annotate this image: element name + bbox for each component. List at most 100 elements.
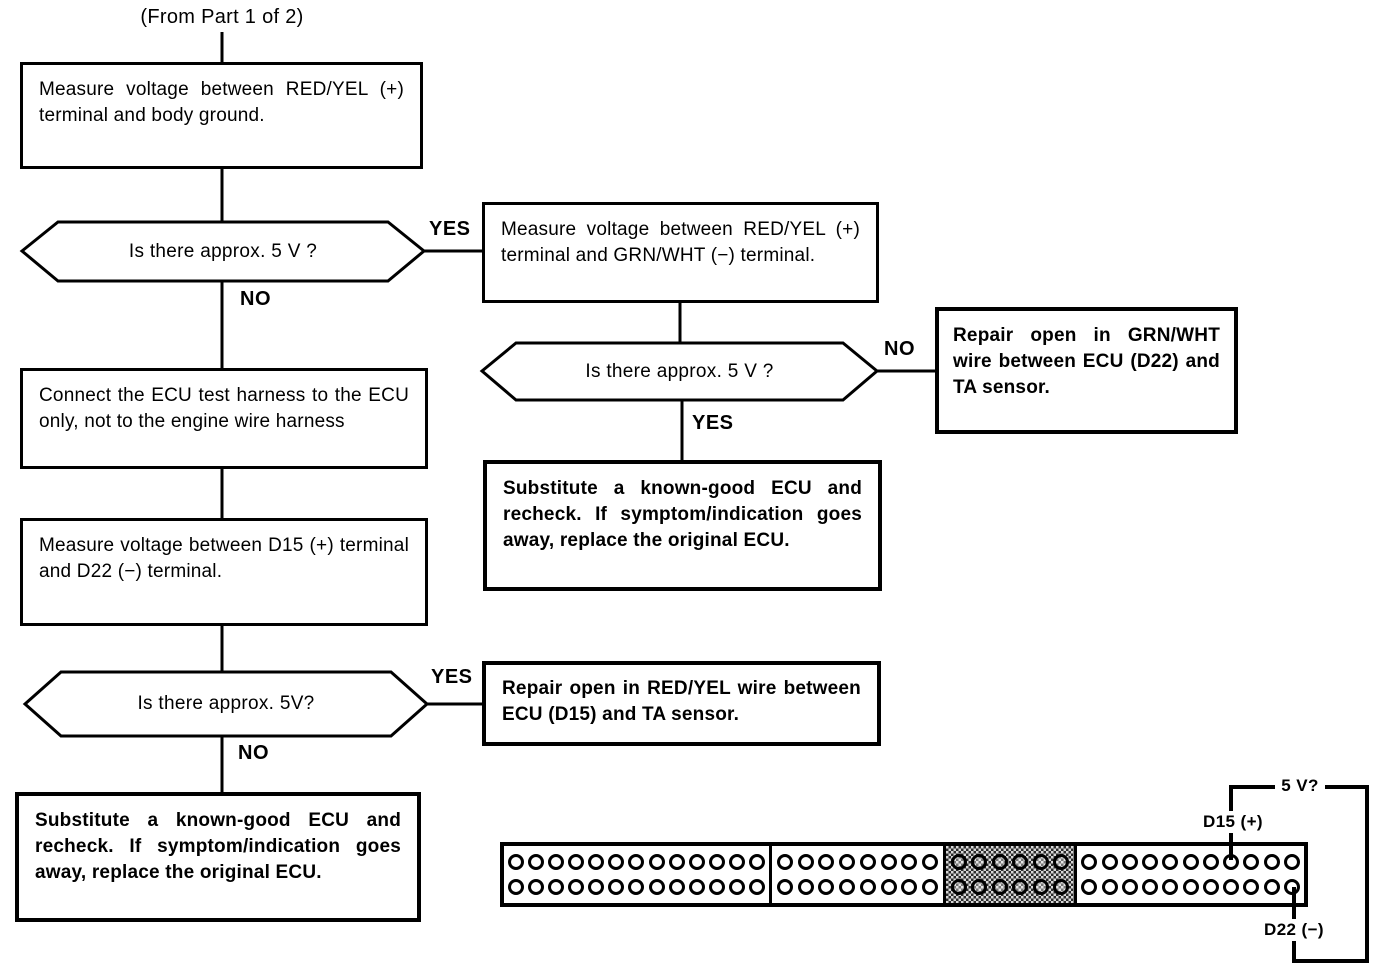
pin-d22-label: D22 (−) [1246, 919, 1342, 941]
step-measure-redyel-body-ground: Measure voltage between RED/YEL (+) term… [20, 62, 423, 169]
connector-pin [568, 854, 585, 871]
connector-pin [628, 878, 645, 895]
connector-pin [880, 854, 897, 871]
step-measure-d15-d22: Measure voltage between D15 (+) terminal… [20, 518, 428, 626]
connector-pin [1263, 878, 1280, 895]
connector-pin [1283, 854, 1300, 871]
connector-pin [548, 878, 565, 895]
from-part-label: (From Part 1 of 2) [140, 6, 304, 28]
connector-pin [1142, 854, 1158, 871]
connector-pin [648, 878, 665, 895]
connector-pin [688, 854, 705, 871]
connector-pin [1012, 854, 1029, 871]
connector-pin [922, 878, 939, 895]
connector-pin [528, 878, 545, 895]
branch-label-no-3: NO [238, 742, 269, 764]
connector-pin [1162, 878, 1179, 895]
connector-pin [991, 878, 1008, 895]
connector-pin [1053, 854, 1070, 871]
connector-pin-row [504, 878, 769, 895]
decision-is-there-5v-2: Is there approx. 5 V ? [585, 360, 774, 382]
decision-is-there-5v-3: Is there approx. 5V? [137, 693, 315, 714]
connector-pin [1243, 878, 1260, 895]
connector-pin [1101, 854, 1118, 871]
connector-pin [688, 878, 705, 895]
connector-pin [1101, 878, 1118, 895]
connector-pin [628, 854, 645, 871]
connector-pin-row [772, 878, 943, 895]
connector-pin [839, 878, 856, 895]
branch-label-yes-2: YES [692, 412, 734, 434]
connector-pin [1121, 854, 1138, 871]
connector-pin [776, 878, 793, 895]
connector-pin [1121, 878, 1138, 895]
connector-pin [588, 878, 605, 895]
connector-pin [1202, 854, 1219, 871]
connector-pin [859, 878, 876, 895]
action-repair-grnwht-wire: Repair open in GRN/WHT wire between ECU … [935, 307, 1238, 434]
connector-pin [708, 878, 725, 895]
connector-pin [1202, 878, 1219, 895]
connector-pin [859, 854, 876, 871]
connector-pin [728, 854, 745, 871]
connector-pin [1283, 878, 1300, 895]
connector-pin [548, 854, 565, 871]
connector-pin-row [504, 854, 769, 871]
connector-pin [1162, 854, 1179, 871]
connector-section-shaded [946, 846, 1077, 903]
connector-pin [1053, 878, 1070, 895]
action-substitute-ecu-left: Substitute a known-good ECU and recheck.… [15, 792, 421, 922]
connector-pin [608, 854, 625, 871]
connector-pin [776, 854, 793, 871]
connector-pin [648, 854, 665, 871]
connector-pin [1081, 854, 1098, 871]
connector-pin [568, 878, 585, 895]
connector-pin-row [1077, 878, 1304, 895]
connector-pin [728, 878, 745, 895]
connector-pin [1081, 878, 1098, 895]
connector-pin [1182, 854, 1199, 871]
connector-pin [818, 854, 835, 871]
connector-pin [668, 854, 685, 871]
connector-pin [708, 854, 725, 871]
probe-voltage-label: 5 V? [1275, 775, 1325, 797]
connector-pin [991, 854, 1008, 871]
connector-pin [1142, 878, 1158, 895]
connector-pin [748, 878, 765, 895]
decision-is-there-5v-1: Is there approx. 5 V ? [128, 240, 318, 262]
connector-pin [901, 854, 918, 871]
action-repair-redyel-wire: Repair open in RED/YEL wire between ECU … [482, 661, 881, 746]
connector-pin [508, 878, 525, 895]
connector-pin [668, 878, 685, 895]
connector-pin [1032, 878, 1049, 895]
connector-pin-row [946, 878, 1074, 895]
connector-pin [528, 854, 545, 871]
connector-pin [950, 878, 967, 895]
connector-pin [1182, 878, 1199, 895]
branch-label-no-2: NO [884, 338, 915, 360]
connector-pin [608, 878, 625, 895]
connector-pin [818, 878, 835, 895]
connector-pin [797, 878, 814, 895]
pin-d15-label: D15 (+) [1185, 811, 1281, 833]
step-measure-redyel-grnwht: Measure voltage between RED/YEL (+) term… [482, 202, 879, 303]
connector-pin [748, 854, 765, 871]
branch-label-yes-3: YES [431, 666, 473, 688]
connector-pin [901, 878, 918, 895]
connector-pin [588, 854, 605, 871]
branch-label-no-1: NO [240, 288, 271, 310]
connector-pin [950, 854, 967, 871]
ecu-connector [500, 842, 1308, 907]
connector-pin [797, 854, 814, 871]
connector-section [504, 846, 772, 903]
step-connect-ecu-test-harness: Connect the ECU test harness to the ECU … [20, 368, 428, 469]
connector-pin-row [1077, 854, 1304, 871]
connector-pin-row [772, 854, 943, 871]
connector-pin [971, 878, 988, 895]
connector-pin [1223, 854, 1239, 871]
action-substitute-ecu-right: Substitute a known-good ECU and recheck.… [483, 460, 882, 591]
connector-section [772, 846, 946, 903]
connector-section [1077, 846, 1304, 903]
connector-pin [880, 878, 897, 895]
